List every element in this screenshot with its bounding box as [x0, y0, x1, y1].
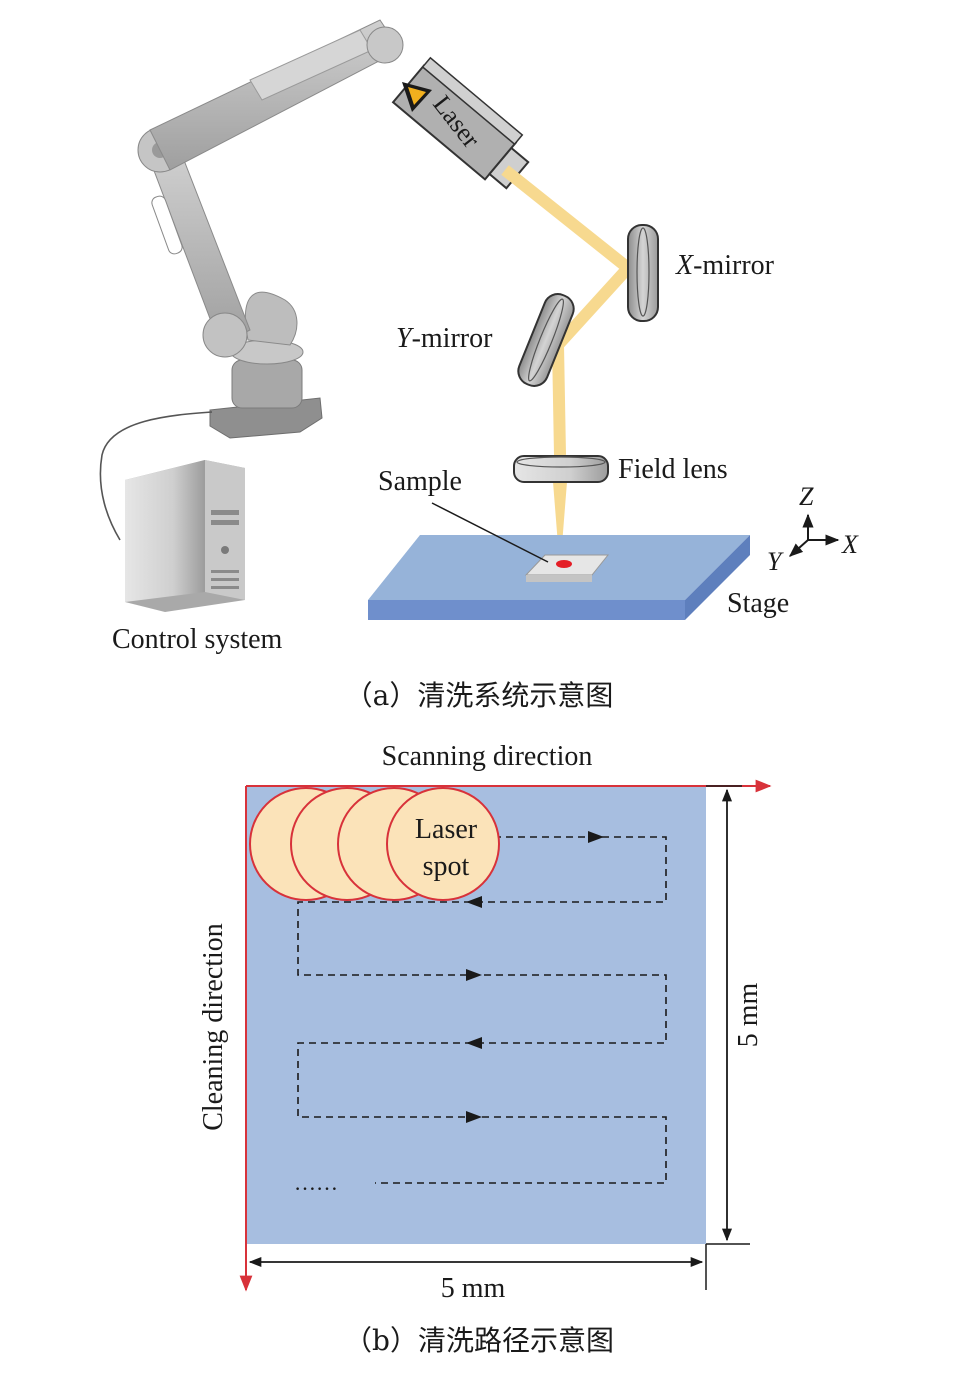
height-dimension: [706, 785, 750, 1245]
y-mirror: [517, 293, 575, 387]
panel-a: Laser X-mirror Y-mirror Field lens: [99, 19, 859, 712]
continuation-ellipsis: ……: [294, 1170, 338, 1195]
stage-label: Stage: [727, 588, 789, 619]
width-label: 5 mm: [441, 1273, 506, 1304]
field-lens-label: Field lens: [618, 454, 728, 485]
axis-x-label: X: [841, 530, 859, 559]
laser-spot-label-line1: Laser: [415, 814, 478, 845]
sample-leader-line: [431, 502, 549, 563]
laser-beam: [501, 165, 634, 545]
scan-path: [297, 836, 667, 1184]
control-cable: [99, 411, 213, 541]
caption-a: （a）清洗系统示意图: [345, 679, 614, 712]
y-mirror-label: Y-mirror: [396, 323, 493, 354]
x-mirror-label: X-mirror: [675, 250, 775, 281]
path-direction-arrows: [466, 831, 604, 1123]
height-label: 5 mm: [733, 983, 764, 1048]
caption-b: （b）清洗路径示意图: [344, 1324, 614, 1357]
width-dimension: [248, 1244, 707, 1290]
field-lens: [513, 455, 609, 483]
laser-spot: [386, 787, 500, 901]
laser-spots: [249, 787, 500, 901]
axis-y-label: Y: [767, 547, 784, 576]
robot-arm-icon: [137, 19, 404, 439]
cleaning-direction-label: Cleaning direction: [198, 923, 229, 1131]
x-mirror: [627, 224, 659, 322]
control-system-label: Control system: [112, 624, 283, 655]
sample: [524, 554, 610, 582]
scanning-direction-label: Scanning direction: [382, 741, 593, 772]
laser-warning-icon: [402, 82, 432, 112]
computer-tower-icon: [125, 460, 245, 612]
laser-spot-label-line2: spot: [423, 851, 470, 882]
sample-label: Sample: [378, 466, 462, 497]
laser-head: Laser: [391, 56, 530, 190]
panel-b: Scanning direction …… Laser spot Cleanin…: [198, 741, 772, 1357]
axis-z-label: Z: [799, 482, 814, 511]
axes-indicator: [788, 513, 840, 557]
